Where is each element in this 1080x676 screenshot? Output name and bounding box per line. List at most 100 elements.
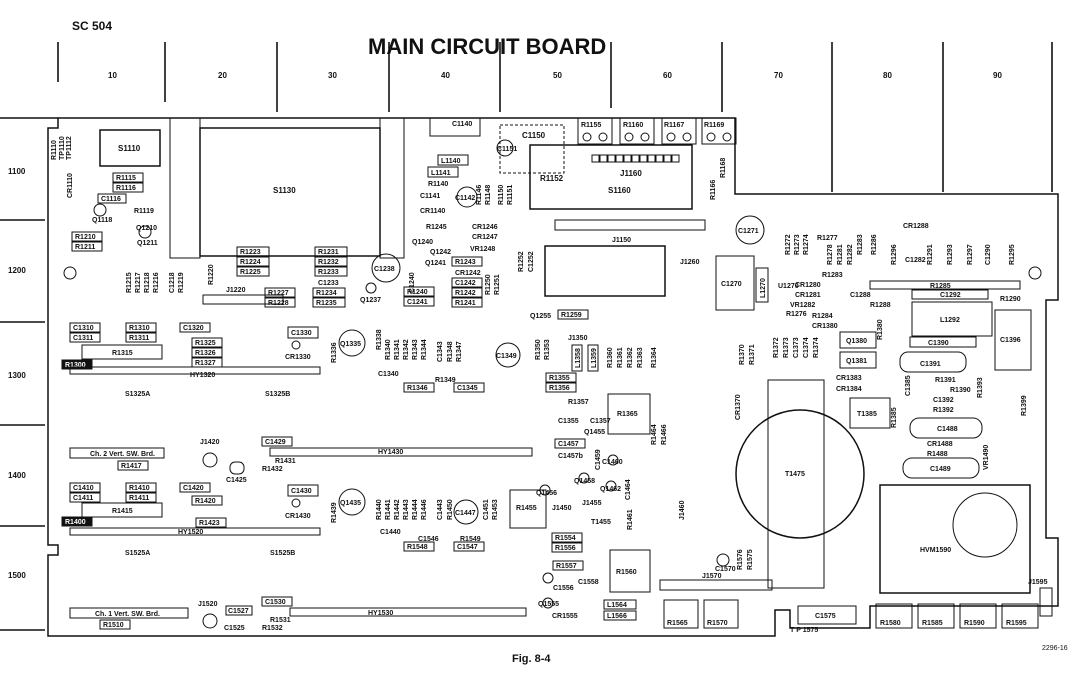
part-label: S1110: [118, 144, 141, 153]
part-label: R1277: [817, 235, 838, 242]
part-label: Q1237: [360, 297, 381, 304]
left-parts-1100: R1110 TP1110 TP1112 CR1110 R1115 R1116 C…: [51, 136, 158, 252]
drawing-number: 2296-16: [1042, 645, 1068, 652]
part-label: R1315: [112, 350, 133, 357]
part-label: C1443: [437, 499, 444, 520]
board-outline: [47, 117, 1059, 637]
part-label: R1446: [421, 499, 428, 520]
column-labels: 10 20 30 40 50 60 70 80 90: [108, 71, 1002, 80]
part-label: J1160: [620, 169, 642, 178]
part-label: R1439: [331, 502, 338, 523]
part-label: R1115: [116, 175, 136, 182]
part-label: J1460: [679, 500, 686, 520]
row-label: 1100: [8, 167, 26, 176]
part-label: R1423: [199, 520, 220, 527]
part-label: R1440: [376, 499, 383, 520]
mounting-hole: [1028, 266, 1042, 280]
part-label: R1350: [535, 339, 542, 360]
part-label: C1570: [715, 566, 736, 573]
part-label: T1475: [785, 471, 805, 478]
part-label: R1231: [318, 249, 339, 256]
bracket: [544, 245, 666, 297]
part-label: R1223: [240, 249, 261, 256]
part-label: TP1110: [59, 136, 66, 160]
part-label: R1283: [822, 272, 843, 279]
part-label: R1417: [121, 463, 142, 470]
part-label: R1441: [385, 499, 392, 520]
part-label: C1457: [558, 441, 579, 448]
part-label: R1233: [318, 269, 339, 276]
part-label: C1459: [595, 449, 602, 470]
part-label: R1385: [891, 407, 898, 428]
part-label: R1290: [1000, 296, 1021, 303]
part-label: R1281: [837, 244, 844, 265]
part-label: R1300: [65, 362, 86, 369]
part-label: R1372: [773, 337, 780, 358]
part-label: R1167: [664, 122, 684, 129]
part-label: R1355: [549, 375, 570, 382]
part-label: R1252: [518, 251, 525, 272]
part-label: C1525: [224, 625, 245, 632]
part-label: CR1384: [836, 386, 862, 393]
row-dividers: [0, 117, 58, 631]
part-label: R1278: [827, 244, 834, 265]
part-label: J1420: [200, 439, 220, 446]
part-label: R1461: [627, 509, 634, 530]
part-label: C1527: [228, 608, 249, 615]
part-label: Q1118: [92, 217, 112, 224]
part-label: C1558: [578, 579, 599, 586]
part-label: C1290: [985, 244, 992, 265]
part-label: C1240: [409, 272, 416, 293]
column-label: 40: [441, 71, 450, 80]
part-label: S1130: [273, 186, 296, 195]
part-label: R1400: [65, 519, 86, 526]
part-label: R1276: [786, 311, 807, 318]
part-label: C1390: [928, 340, 949, 347]
part-label: R1235: [316, 300, 337, 307]
parts-1300-50: R1350 R1353 J1350 L1358 L1359 R1360 R136…: [535, 335, 658, 470]
part-label: C1556: [553, 585, 574, 592]
part-label: R1169: [704, 122, 724, 129]
part-label: R1155: [581, 122, 601, 129]
part-label: R1510: [103, 622, 124, 629]
part-label: C1411: [73, 495, 93, 502]
part-label: R1243: [455, 259, 476, 266]
parts-1200-row: R1215 R1217 R1218 R1216 C1218 R1219 R122…: [126, 246, 401, 308]
model-number: SC 504: [72, 19, 112, 33]
row-label: 1400: [8, 471, 26, 480]
part-label: R1225: [240, 269, 261, 276]
part-label: L1359: [591, 348, 598, 368]
part-label: C1391: [920, 361, 941, 368]
switch-s1110: [99, 129, 161, 167]
part-label: R1595: [1006, 620, 1027, 627]
part-label: Q1458: [574, 478, 595, 485]
part-label: C1460: [602, 459, 623, 466]
part-label: L1292: [940, 317, 960, 324]
part-label: R1119: [134, 208, 154, 215]
figure-caption: Fig. 8-4: [512, 653, 551, 665]
part-label: S1160: [608, 186, 631, 195]
part-label: J1260: [680, 259, 700, 266]
part-label: R1220: [208, 264, 215, 285]
part-label: R1431: [275, 458, 296, 465]
part-label: R1415: [112, 508, 133, 515]
part-label: R1160: [623, 122, 643, 129]
part-label: R1370: [739, 344, 746, 365]
parts-1300-middle: R1338 R1340 R1341 R1342 R1343 R1344 C134…: [376, 329, 521, 393]
part-label: CR1430: [285, 513, 311, 520]
part-label: R1338: [376, 329, 383, 350]
part-label: R1360: [607, 347, 614, 368]
part-label: C1530: [265, 599, 286, 606]
part-label: R1274: [803, 234, 810, 255]
part-label: C1425: [226, 477, 247, 484]
part-label: R1168: [720, 158, 727, 178]
switch-s1160: [529, 144, 693, 210]
part-label: R1357: [568, 399, 589, 406]
part-label: C1330: [291, 330, 312, 337]
column-label: 20: [218, 71, 227, 80]
part-label: R1341: [394, 339, 401, 360]
part-label: R1466: [661, 424, 668, 445]
part-label: J1150: [612, 237, 631, 244]
column-label: 70: [774, 71, 783, 80]
hv-multiplier-hvm1590: HVM1590: [879, 484, 1031, 594]
